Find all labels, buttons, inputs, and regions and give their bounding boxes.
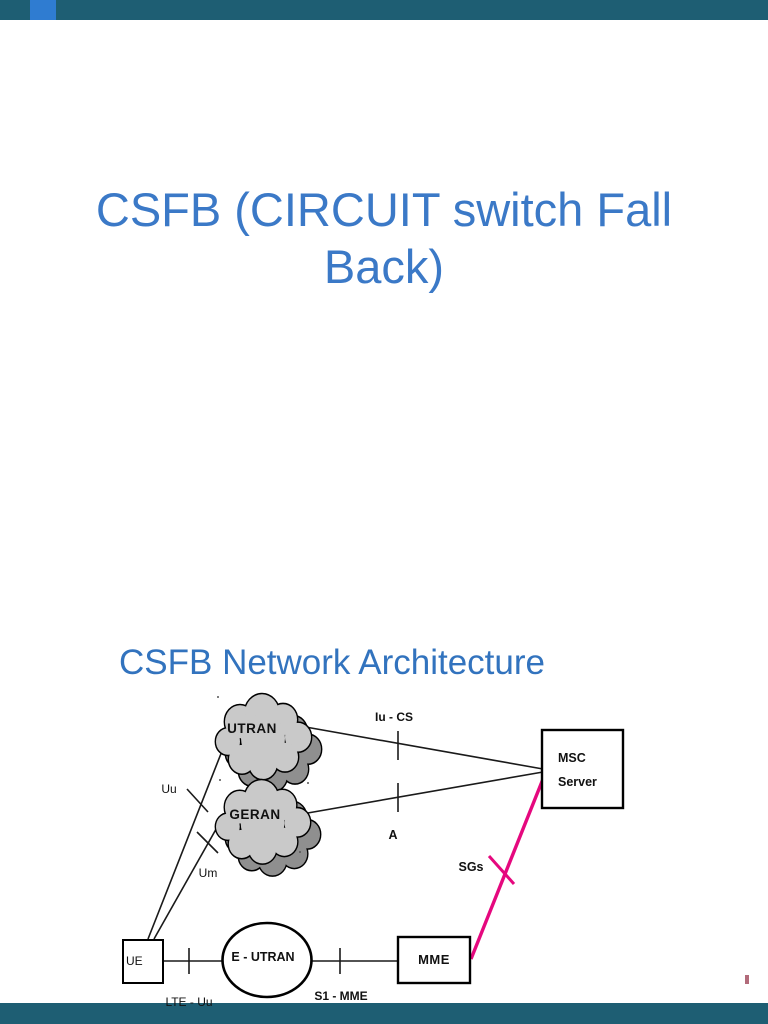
eutran-label: E - UTRAN — [231, 950, 294, 964]
uu-tick-mark — [186, 788, 209, 813]
msc-server-node: MSC Server — [540, 728, 625, 810]
sgs-tick-mark — [487, 855, 516, 885]
eutran-node: E - UTRAN — [221, 921, 313, 999]
stray-mark — [745, 975, 749, 984]
s1-mme-label: S1 - MME — [314, 989, 367, 1003]
iu-cs-label: Iu - CS — [375, 710, 413, 724]
mme-label: MME — [418, 952, 450, 967]
slide-title: CSFB (CIRCUIT switch Fall Back) — [95, 183, 673, 294]
ue-box — [122, 939, 164, 984]
sgs-link-line — [469, 773, 547, 960]
utran-msc-link-line — [299, 725, 544, 770]
geran-cloud: GERAN — [214, 778, 322, 877]
viewer-top-bar — [0, 0, 768, 20]
ue-label: UE — [126, 954, 143, 968]
um-label: Um — [199, 866, 218, 880]
lte-uu-label: LTE - Uu — [165, 995, 212, 1009]
geran-msc-link-line — [301, 771, 544, 815]
viewer-bottom-bar — [0, 1003, 768, 1024]
mme-node: MME — [396, 935, 472, 985]
a-label: A — [388, 828, 397, 842]
uu-link-line — [147, 745, 225, 940]
section-heading: CSFB Network Architecture — [119, 643, 545, 682]
viewer-accent-square — [30, 0, 56, 20]
msc-label-line1: MSC — [558, 751, 586, 765]
eutran-ellipse — [221, 921, 313, 999]
sgs-label: SGs — [458, 860, 483, 874]
msc-label-line2: Server — [558, 775, 597, 789]
utran-label: UTRAN — [227, 721, 277, 736]
ue-node: UE — [122, 939, 164, 984]
speckles — [217, 696, 309, 853]
geran-label: GERAN — [229, 807, 280, 822]
utran-cloud: UTRAN — [214, 692, 323, 793]
uu-label: Uu — [161, 782, 176, 796]
um-tick-mark — [196, 831, 219, 854]
mme-box — [396, 935, 472, 985]
msc-server-box — [540, 728, 625, 810]
